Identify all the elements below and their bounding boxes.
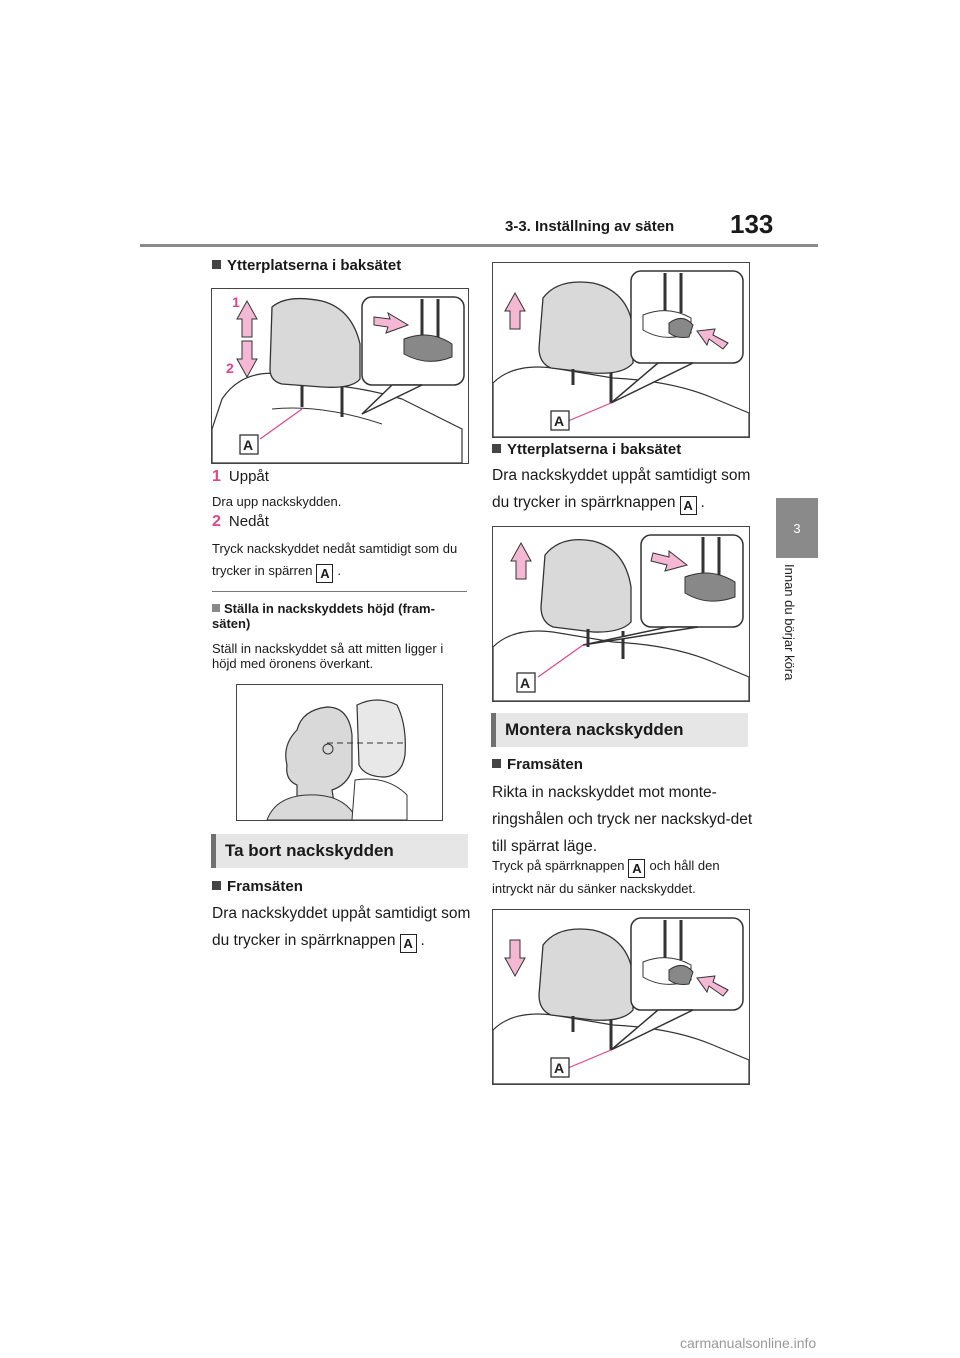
- figure-label-a: A: [520, 675, 530, 691]
- lock-badge-a: A: [316, 564, 334, 583]
- step-1-desc: Dra upp nackskydden.: [212, 494, 342, 509]
- heading-front-seats: Framsäten: [212, 878, 303, 895]
- section-remove-headrests: Ta bort nackskydden: [211, 834, 468, 868]
- chapter-tab: 3: [776, 498, 818, 558]
- figure-rear-remove-top: A: [492, 262, 750, 438]
- step-2-number: 2: [212, 513, 221, 530]
- figure-label-a: A: [554, 1060, 564, 1076]
- figure-label-2: 2: [226, 360, 234, 376]
- heading-rear-seats-right: Ytterplatserna i baksätet: [492, 441, 681, 458]
- header-rule: [140, 244, 818, 247]
- figure-label-a: A: [243, 437, 253, 453]
- figure-rear-headrest-adjust: 1 2 A: [211, 288, 469, 464]
- page-number: 133: [730, 209, 774, 239]
- front-seats-text: Dra nackskyddet uppåt samtidigt som du t…: [212, 905, 471, 953]
- step-2-label: Nedåt: [228, 513, 269, 530]
- release-badge-a: A: [679, 496, 697, 515]
- section-title: 3-3. Inställning av säten: [505, 218, 675, 235]
- figure-install-headrest: A: [492, 909, 750, 1085]
- divider: [212, 591, 467, 592]
- figure-head-height: [236, 684, 443, 821]
- step-2-desc: Tryck nackskyddet nedåt samtidigt som du…: [212, 541, 458, 583]
- figure-label-1: 1: [232, 294, 240, 310]
- watermark: carmanualsonline.info: [680, 1335, 817, 1351]
- release-badge-a: A: [399, 934, 417, 953]
- heading-rear-seats: Ytterplatserna i baksätet: [212, 257, 401, 274]
- adjust-height-text: Ställ in nackskyddet så att mitten ligge…: [212, 641, 444, 671]
- chapter-label: Innan du börjar köra: [782, 564, 797, 681]
- step-1: 1 Uppåt: [212, 468, 269, 486]
- figure-rear-remove-mid: A: [492, 526, 750, 702]
- step-1-number: 1: [212, 468, 221, 485]
- step-1-label: Uppåt: [228, 468, 269, 485]
- figure-label-a: A: [554, 413, 564, 429]
- rear-seats-text: Dra nackskyddet uppåt samtidigt som du t…: [492, 467, 751, 515]
- heading-adjust-height: Ställa in nackskyddets höjd (fram-säten): [212, 601, 467, 631]
- release-badge-a: A: [628, 859, 646, 878]
- heading-front-seats-right: Framsäten: [492, 756, 583, 773]
- section-install-headrests: Montera nackskydden: [491, 713, 748, 747]
- install-text: Rikta in nackskyddet mot monte-ringshåle…: [492, 784, 753, 855]
- step-2: 2 Nedåt: [212, 513, 269, 531]
